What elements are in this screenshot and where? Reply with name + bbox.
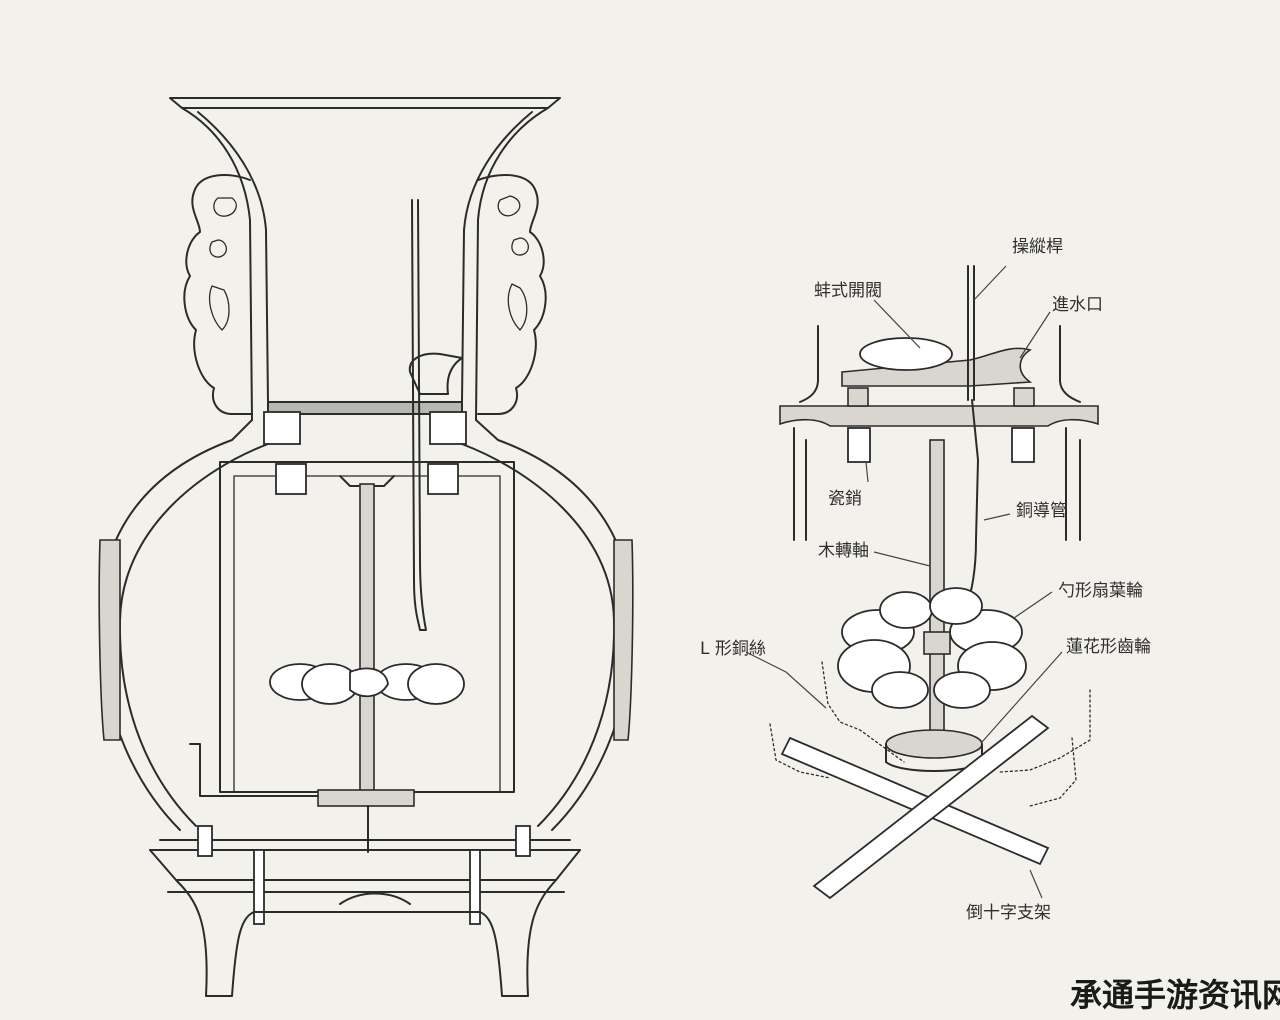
lotus-gear-top — [885, 729, 983, 759]
vase-shell-band-left — [98, 539, 121, 741]
leader-copper-pipe — [983, 513, 1011, 521]
base-arch — [339, 892, 411, 905]
right-frame-bracket — [427, 463, 459, 495]
vase-mouth-rim — [169, 97, 561, 109]
impeller-left — [269, 663, 465, 705]
mechanism-exploded-view: 操縱桿 蚌式開閥 進水口 瓷銷 銅導管 木轉軸 勺形扇葉輪 L 形銅絲 蓮花形齒… — [700, 237, 1151, 923]
vase-left-block — [263, 411, 301, 445]
valve-shell-top — [859, 337, 953, 371]
vase-neck-left-outer — [181, 107, 253, 421]
vase-right-handle-cutout-3 — [507, 283, 528, 331]
dotted-support-right — [1029, 737, 1077, 807]
label-copper-pipe: 銅導管 — [1016, 501, 1067, 521]
vase-neck-left-inner — [197, 111, 269, 403]
leader-valve — [873, 299, 921, 349]
label-cross-bracket: 倒十字支架 — [966, 903, 1051, 923]
housing-walls — [799, 325, 1081, 403]
base-plate-top — [149, 839, 581, 851]
label-pull-rod: 操縱桿 — [1012, 237, 1063, 257]
cross-bracket-bar-2 — [812, 714, 1050, 900]
valve-shell-left — [408, 352, 463, 395]
dotted-support-left — [769, 723, 831, 779]
watermark-text: 承通手游资讯网 — [1070, 976, 1280, 1014]
cross-bracket-bar-1 — [780, 736, 1050, 866]
upper-housing — [779, 405, 1099, 427]
label-water-inlet: 進水口 — [1052, 295, 1103, 315]
label-lotus-gear: 蓮花形齒輪 — [1066, 637, 1151, 657]
leader-l-copper-rod — [745, 651, 827, 709]
label-porcelain-pin: 瓷銷 — [828, 489, 862, 509]
vase-right-handle-cutout-2 — [511, 237, 530, 256]
spoon-impeller — [837, 587, 1027, 709]
label-wooden-shaft: 木轉軸 — [818, 541, 869, 561]
leader-porcelain-pin — [865, 461, 869, 483]
vase-right-handle-cutout-1 — [497, 195, 521, 217]
vase-cross-section — [98, 97, 634, 997]
valve-seat-right — [1013, 387, 1035, 407]
vase-right-block — [429, 411, 467, 445]
left-frame-bracket — [275, 463, 307, 495]
gear-assembly-left — [317, 789, 415, 807]
leader-wooden-shaft — [873, 551, 931, 567]
vase-left-handle-cutout-2 — [209, 239, 228, 258]
base-plate-bottom — [167, 879, 565, 893]
vase-neck-right-outer — [475, 107, 549, 421]
label-spoon-impeller: 勺形扇葉輪 — [1058, 581, 1143, 601]
valve-body — [841, 347, 1033, 387]
vase-left-handle-cutout-1 — [213, 197, 237, 217]
leader-water-inlet — [1019, 311, 1051, 359]
bolt-1 — [197, 825, 213, 857]
leader-lotus-gear — [981, 651, 1063, 743]
l-copper-rod-right-2 — [999, 689, 1091, 773]
bolt-3 — [253, 849, 265, 925]
vase-right-handle — [477, 174, 547, 415]
label-valve: 蚌式開閥 — [814, 281, 882, 301]
vase-left-handle-cutout-3 — [208, 285, 230, 331]
leader-spoon-impeller — [1013, 591, 1053, 619]
copper-pipe-left — [411, 199, 427, 631]
leader-pull-rod — [973, 265, 1007, 301]
label-l-copper-rod: L 形銅絲 — [700, 639, 766, 659]
vase-left-handle — [183, 174, 253, 415]
vase-shell-band-right — [613, 539, 634, 741]
bolt-4 — [469, 849, 481, 925]
bolt-2 — [515, 825, 531, 857]
l-copper-rod-left — [189, 743, 319, 797]
valve-seat-left — [847, 387, 869, 407]
vase-feet — [149, 849, 581, 997]
vertical-shaft — [359, 483, 375, 795]
porcelain-pin-right — [1011, 427, 1035, 463]
copper-pipe-right — [965, 399, 979, 611]
housing-lower-walls — [793, 427, 1081, 541]
leader-cross-bracket — [1029, 869, 1043, 899]
porcelain-pin-left — [847, 427, 871, 463]
vase-neck-right-inner — [461, 111, 533, 403]
